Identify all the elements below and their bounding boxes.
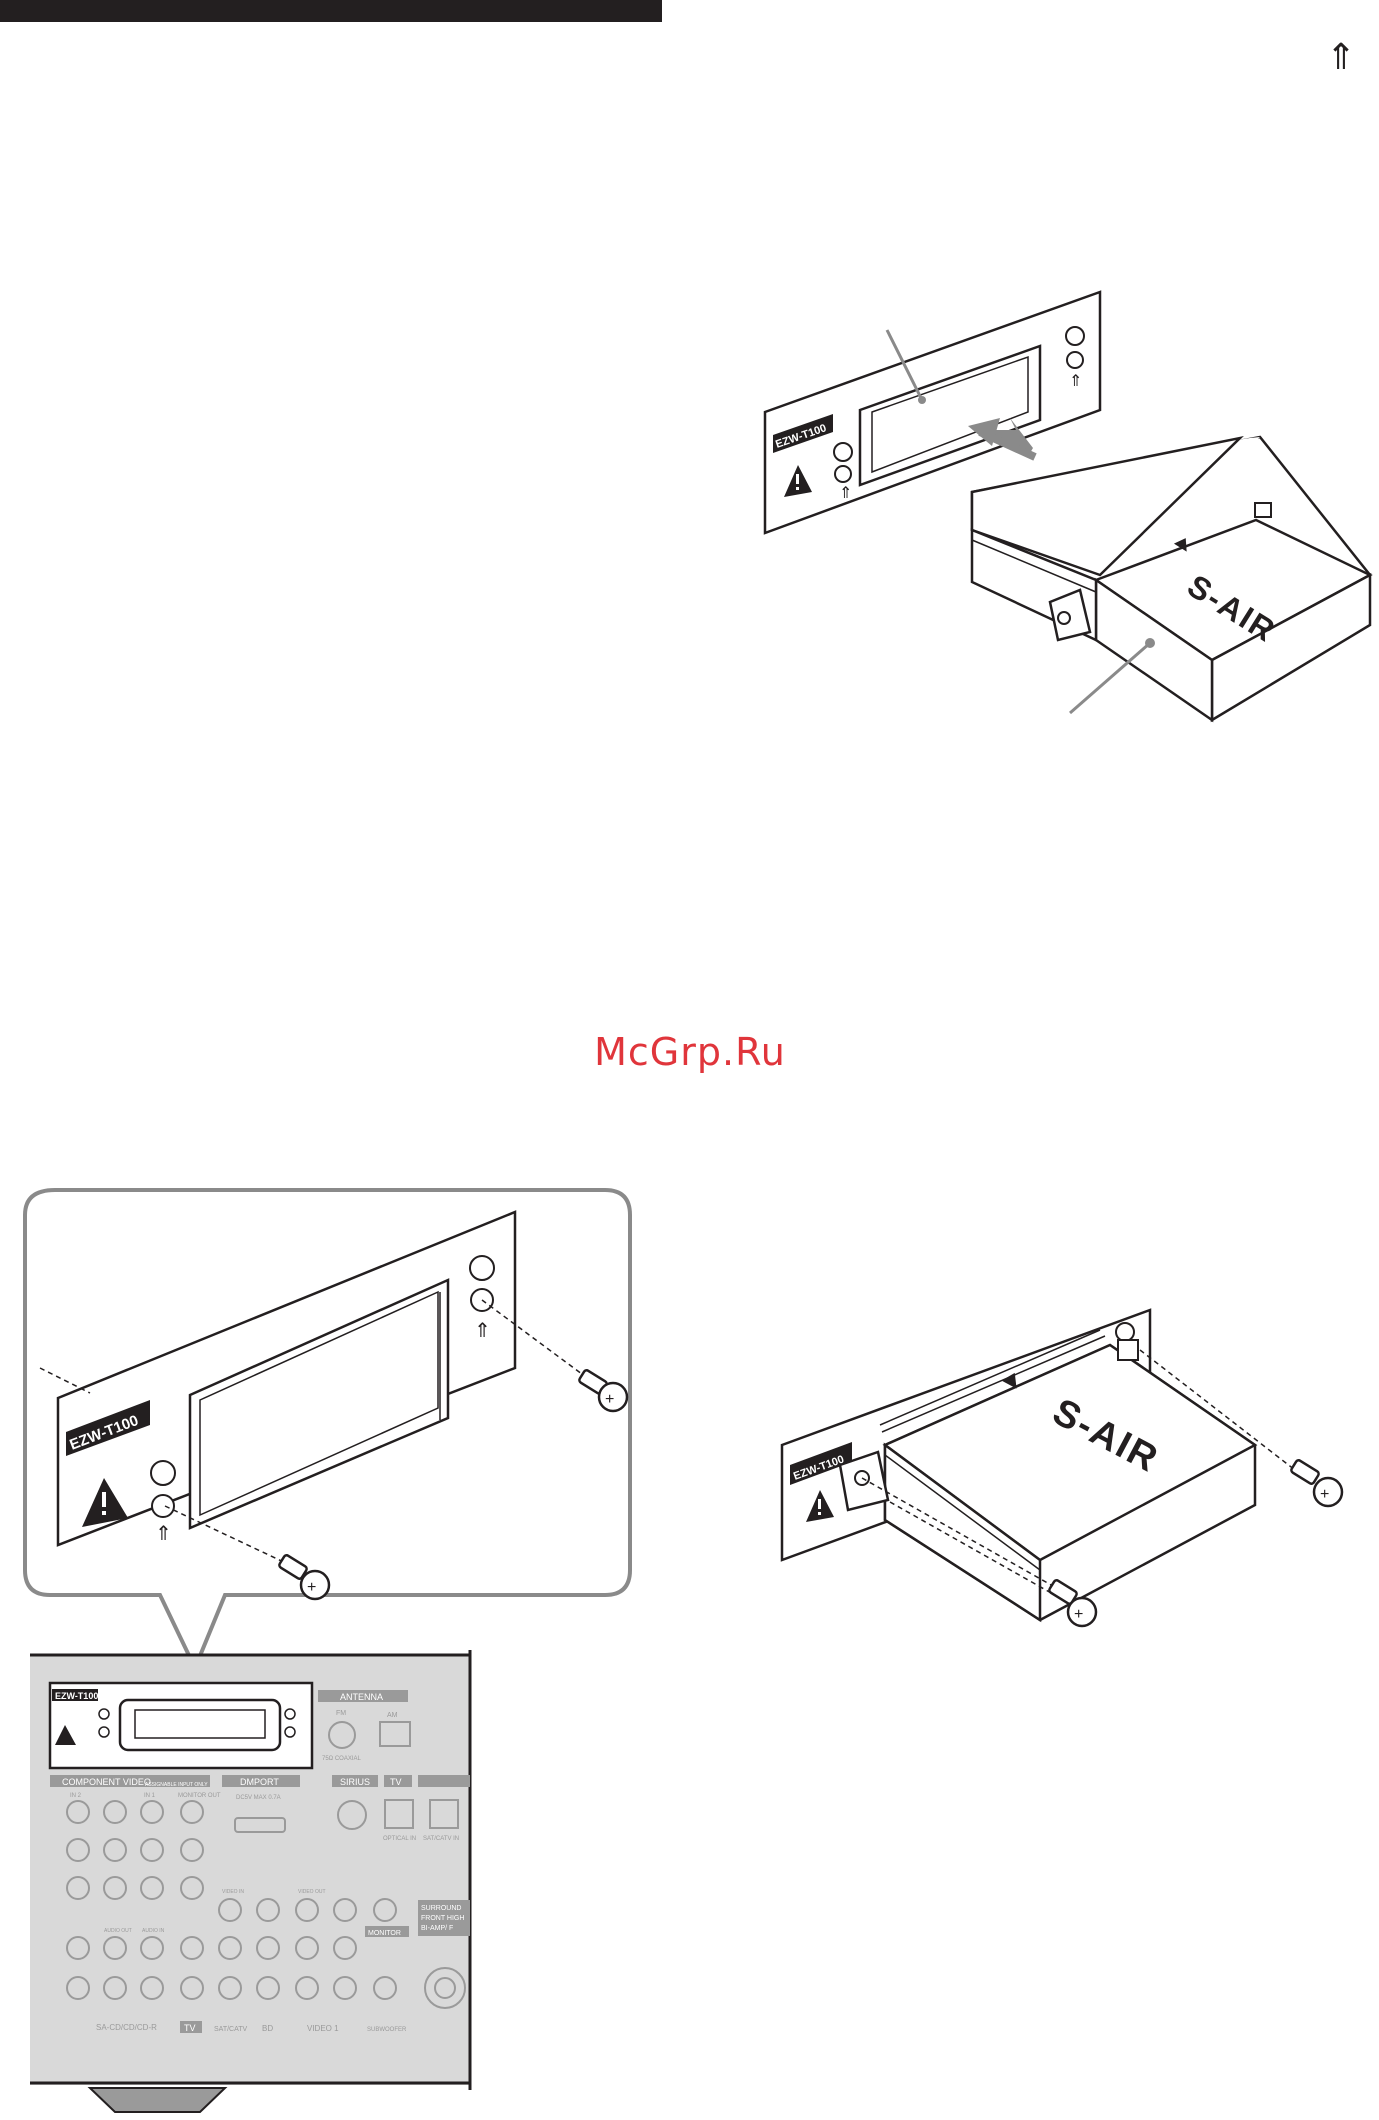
- label-bottom-5: SUBWOOFER: [367, 2027, 407, 2033]
- svg-text:+: +: [605, 1391, 614, 1408]
- label-fm: FM: [336, 1710, 346, 1717]
- label-monitor-out: MONITOR OUT: [178, 1793, 221, 1799]
- receiver-rear-panel: EZW-T100 ANTENNA FM 75Ω COAXIAL AM COMPO…: [30, 1650, 472, 2113]
- label-bottom-4: VIDEO 1: [307, 2024, 339, 2033]
- plate-up-arrow-right: ⇑: [474, 1318, 491, 1342]
- screw-icon-1: +: [278, 1554, 331, 1601]
- inset-module-label: EZW-T100: [55, 1691, 98, 1701]
- label-sat-catv-in: SAT/CATV IN: [423, 1836, 459, 1842]
- svg-text:+: +: [1074, 1606, 1083, 1623]
- warning-triangle-icon-3: [806, 1490, 834, 1522]
- label-antenna: ANTENNA: [340, 1692, 383, 1702]
- label-in2: IN 2: [70, 1793, 82, 1799]
- label-optical-in: OPTICAL IN: [383, 1836, 416, 1842]
- screw-icon-4: +: [1048, 1579, 1098, 1628]
- label-surround-3: BI-AMP/ F: [421, 1925, 453, 1932]
- label-surround-1: SURROUND: [421, 1905, 461, 1912]
- label-bottom-3: BD: [262, 2024, 273, 2033]
- label-tv-top: TV: [390, 1777, 402, 1787]
- label-audio-out: AUDIO OUT: [104, 1928, 132, 1934]
- screw-icon-2: +: [578, 1369, 629, 1413]
- s-air-module-2: [838, 1329, 1258, 1623]
- label-bottom-2: SAT/CATV: [214, 2026, 248, 2033]
- slot-cover-plate: [56, 1210, 517, 1547]
- direction-triangle-2: [1001, 1372, 1017, 1389]
- figure-insert-module: ⇑ ⇑ EZW-T100 S-AIR: [763, 290, 1373, 723]
- figure-fixed-module: EZW-T100 S-AIR + +: [780, 1308, 1344, 1628]
- svg-text:+: +: [307, 1579, 316, 1596]
- callout-line-slot: [885, 329, 924, 401]
- warning-triangle-icon-1: [784, 465, 812, 497]
- callout-line-module: [1069, 641, 1151, 715]
- label-audio-in: AUDIO IN: [142, 1928, 165, 1934]
- slot-panel: [763, 290, 1102, 535]
- label-in1: IN 1: [144, 1793, 156, 1799]
- watermark: McGrp.Ru: [594, 1030, 786, 1074]
- label-bottom-1: TV: [184, 2023, 196, 2033]
- header-bar: [0, 0, 662, 22]
- insert-arrow-icon: [968, 418, 1037, 461]
- panel-up-arrow-right: ⇑: [1069, 371, 1082, 390]
- label-component-video: COMPONENT VIDEO: [62, 1777, 151, 1787]
- svg-text:+: +: [1320, 1486, 1329, 1503]
- label-coaxial: 75Ω COAXIAL: [322, 1756, 361, 1762]
- up-arrow-icon: ⇑: [1326, 37, 1357, 78]
- label-am: AM: [387, 1712, 398, 1719]
- label-video-out: VIDEO OUT: [298, 1889, 326, 1895]
- s-air-module-1: [970, 435, 1373, 723]
- label-dmport-spec: DC5V MAX 0.7A: [236, 1795, 281, 1801]
- label-monitor: MONITOR: [368, 1930, 401, 1937]
- direction-triangle-1: [1173, 538, 1187, 552]
- screw-icon-3: +: [1290, 1459, 1344, 1508]
- label-assignable: ASSIGNABLE INPUT ONLY: [145, 1782, 208, 1788]
- plate-up-arrow-left: ⇑: [155, 1521, 172, 1545]
- panel-up-arrow-left: ⇑: [839, 483, 852, 502]
- warning-triangle-icon-2: [82, 1478, 128, 1527]
- label-video-in: VIDEO IN: [222, 1889, 244, 1895]
- figure-remove-cover: ⇑ ⇑ EZW-T100 + + EZW-T100: [23, 1188, 632, 2113]
- label-bottom-0: SA-CD/CD/CD-R: [96, 2023, 157, 2032]
- label-sirius: SIRIUS: [340, 1777, 370, 1787]
- label-dmport: DMPORT: [240, 1777, 279, 1787]
- label-surround-2: FRONT HIGH: [421, 1915, 464, 1922]
